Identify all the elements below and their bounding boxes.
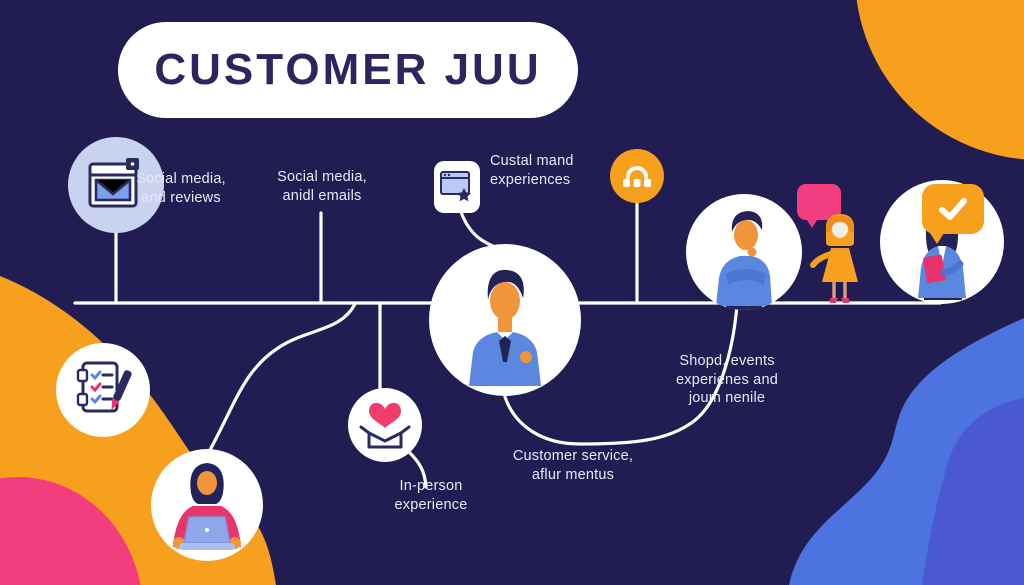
lock-node bbox=[610, 149, 664, 203]
label-social-emails: Social media, anidl emails bbox=[277, 169, 367, 204]
standing-person-node bbox=[806, 212, 870, 304]
heart-box-icon bbox=[359, 402, 411, 449]
bottom-left-pink-blob bbox=[0, 477, 141, 585]
laptop-person-node bbox=[151, 449, 263, 561]
connector-curve-left bbox=[208, 302, 357, 452]
heart-box-node bbox=[348, 388, 422, 462]
businessman-node bbox=[429, 244, 581, 396]
bottom-right-blue-blob bbox=[789, 318, 1024, 585]
checkmark-icon bbox=[939, 198, 967, 220]
page-title: CUSTOMER JUU bbox=[154, 45, 542, 94]
title-pill: CUSTOMER JUU bbox=[118, 22, 578, 118]
label-shopd-events: Shopd, events experienes and joum nenile bbox=[676, 353, 778, 407]
browser-star-icon bbox=[440, 171, 471, 202]
label-in-person: In-person experience bbox=[394, 478, 468, 513]
lock-icon bbox=[623, 166, 651, 187]
email-window-node bbox=[68, 137, 164, 233]
standing-person-icon bbox=[810, 214, 858, 303]
label-social-reviews: Social media, and reviews bbox=[136, 171, 226, 206]
thinking-person-node bbox=[686, 194, 802, 310]
email-window-icon bbox=[88, 158, 139, 208]
label-custal-mand: Custal mand experiences bbox=[490, 153, 574, 188]
top-right-orange-blob bbox=[856, 0, 1024, 160]
speech-bubble-icon bbox=[797, 184, 841, 228]
bottom-right-purple-blob bbox=[922, 398, 1024, 585]
laptop-person-icon bbox=[173, 463, 241, 550]
connector-card-to-center bbox=[459, 210, 502, 251]
browser-star-node bbox=[434, 161, 480, 213]
businessman-icon bbox=[469, 269, 541, 386]
thinking-person-icon bbox=[716, 211, 772, 310]
label-customer-service: Customer service, aflur mentus bbox=[512, 448, 634, 483]
checklist-node bbox=[56, 343, 150, 437]
check-bubble-node bbox=[922, 184, 984, 244]
checklist-icon bbox=[76, 361, 132, 413]
